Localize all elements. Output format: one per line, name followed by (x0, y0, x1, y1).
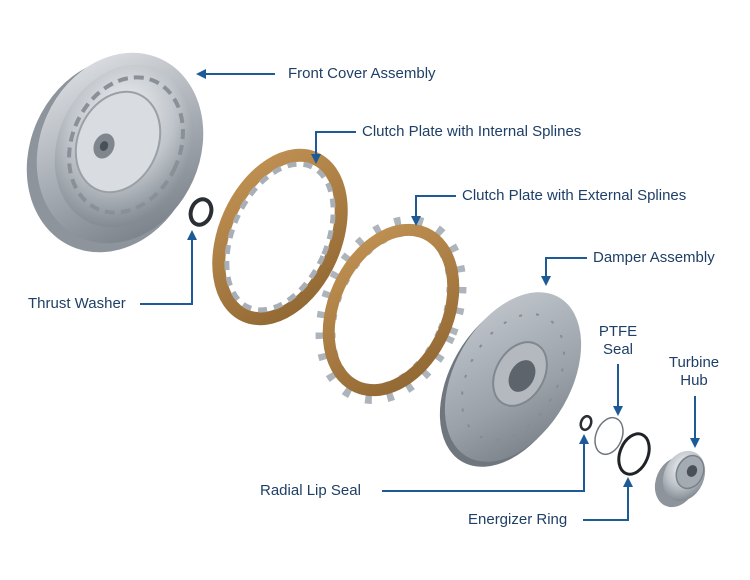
label-thrust-washer: Thrust Washer (28, 295, 126, 312)
front-cover-assembly-part (26, 52, 204, 253)
leader-lines (140, 69, 700, 521)
label-ptfe-seal: PTFE Seal (592, 323, 644, 359)
radial-lip-seal-leader (382, 434, 589, 492)
clutch-internal-leader (311, 131, 356, 164)
energizer-ring-leader (583, 477, 633, 521)
energizer-ring-part (617, 432, 651, 476)
label-ptfe-seal-line1: PTFE (598, 323, 638, 340)
label-energizer-ring: Energizer Ring (468, 511, 568, 528)
clutch-plate-internal-part (212, 148, 348, 326)
radial-lip-seal-part (579, 414, 593, 432)
label-clutch-plate-external-splines: Clutch Plate with External Splines (462, 187, 687, 204)
clutch-external-leader (411, 195, 456, 226)
damper-assembly-part (439, 292, 582, 467)
label-radial-lip-seal: Radial Lip Seal (260, 482, 361, 499)
turbine-hub-part (654, 450, 706, 508)
damper-leader (541, 257, 587, 286)
label-clutch-plate-internal-splines: Clutch Plate with Internal Splines (362, 123, 582, 140)
label-damper-assembly: Damper Assembly (593, 249, 715, 266)
label-ptfe-seal-line2: Seal (602, 341, 634, 358)
thrust-washer-leader (140, 230, 197, 305)
thrust-washer-part (188, 197, 214, 227)
label-turbine-hub: Turbine Hub (664, 354, 724, 390)
label-turbine-hub-line1: Turbine (668, 354, 720, 371)
label-turbine-hub-line2: Hub (680, 372, 708, 389)
label-front-cover-assembly: Front Cover Assembly (288, 65, 436, 82)
clutch-plate-external-part (315, 215, 467, 405)
ptfe-seal-part (594, 416, 624, 456)
